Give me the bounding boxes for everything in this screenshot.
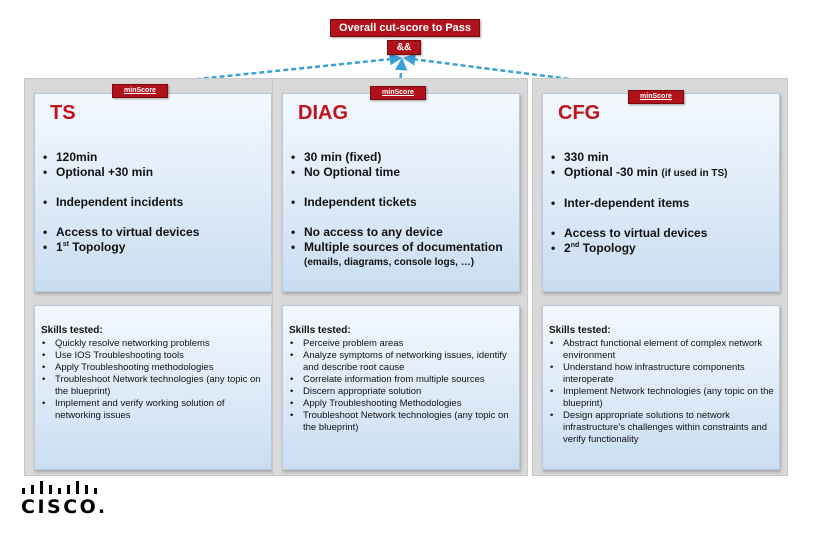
list-item: Independent tickets [289,195,515,210]
ts-skills-title: Skills tested: [41,325,103,336]
list-item: Perceive problem areas [289,338,515,350]
ts-title: TS [50,102,76,124]
list-item: Understand how infrastructure components… [549,362,775,386]
list-item: Apply Troubleshooting methodologies [41,362,267,374]
list-item: 120min [41,150,267,165]
cfg-skills-panel: Skills tested: Abstract functional eleme… [542,305,780,470]
cfg-skills-title: Skills tested: [549,325,611,336]
diag-overview-panel: DIAG 30 min (fixed) No Optional time Ind… [282,93,520,292]
list-item: Correlate information from multiple sour… [289,374,515,386]
list-item: No Optional time [289,165,515,180]
cisco-bars-icon [22,481,97,494]
column-cfg: CFG 330 min Optional -30 min (if used in… [532,78,788,476]
list-item: Inter-dependent items [549,196,775,211]
list-item: Troubleshoot Network technologies (any t… [41,374,267,398]
list-item: Quickly resolve networking problems [41,338,267,350]
cfg-overview-panel: CFG 330 min Optional -30 min (if used in… [542,93,780,292]
diag-title: DIAG [298,102,348,124]
ts-skills-list: Quickly resolve networking problems Use … [41,338,267,422]
ts-overview-panel: TS 120min Optional +30 min Independent i… [34,93,272,292]
list-item: 30 min (fixed) [289,150,515,165]
list-item: Access to virtual devices [41,225,267,240]
list-item: Discern appropriate solution [289,386,515,398]
ts-bullet-list: 120min Optional +30 min Independent inci… [41,150,267,255]
cfg-bullet-list: 330 min Optional -30 min (if used in TS)… [549,150,775,256]
column-ts: TS 120min Optional +30 min Independent i… [24,78,280,476]
diag-skills-panel: Skills tested: Perceive problem areas An… [282,305,520,470]
cisco-logo: CISCO. [20,480,130,520]
list-item: Analyze symptoms of networking issues, i… [289,350,515,374]
cfg-title: CFG [558,102,601,124]
list-item: Apply Troubleshooting Methodologies [289,398,515,410]
list-item: Optional -30 min (if used in TS) [549,165,775,181]
list-item: Use IOS Troubleshooting tools [41,350,267,362]
and-operator-label: && [387,40,421,55]
list-item: Optional +30 min [41,165,267,180]
list-item: No access to any device [289,225,515,240]
diag-bullet-list: 30 min (fixed) No Optional time Independ… [289,150,515,270]
list-item: Independent incidents [41,195,267,210]
cfg-min-score-label: minScore [628,90,684,104]
list-item: Access to virtual devices [549,226,775,241]
list-item: Implement Network technologies (any topi… [549,386,775,410]
list-item: 330 min [549,150,775,165]
list-item: Multiple sources of documentation(emails… [289,240,515,270]
list-item: Troubleshoot Network technologies (any t… [289,410,515,434]
ts-min-score-label: minScore [112,84,168,98]
cfg-skills-list: Abstract functional element of complex n… [549,338,775,446]
list-item: Abstract functional element of complex n… [549,338,775,362]
column-diag: DIAG 30 min (fixed) No Optional time Ind… [272,78,528,476]
list-item: Implement and verify working solution of… [41,398,267,422]
diag-min-score-label: minScore [370,86,426,100]
diag-skills-title: Skills tested: [289,325,351,336]
cisco-wordmark: CISCO. [21,496,108,518]
diag-skills-list: Perceive problem areas Analyze symptoms … [289,338,515,434]
list-item: 1st Topology [41,240,267,255]
ts-skills-panel: Skills tested: Quickly resolve networkin… [34,305,272,470]
cut-score-label: Overall cut-score to Pass [330,19,480,37]
list-item: Design appropriate solutions to network … [549,410,775,446]
list-item: 2nd Topology [549,241,775,256]
